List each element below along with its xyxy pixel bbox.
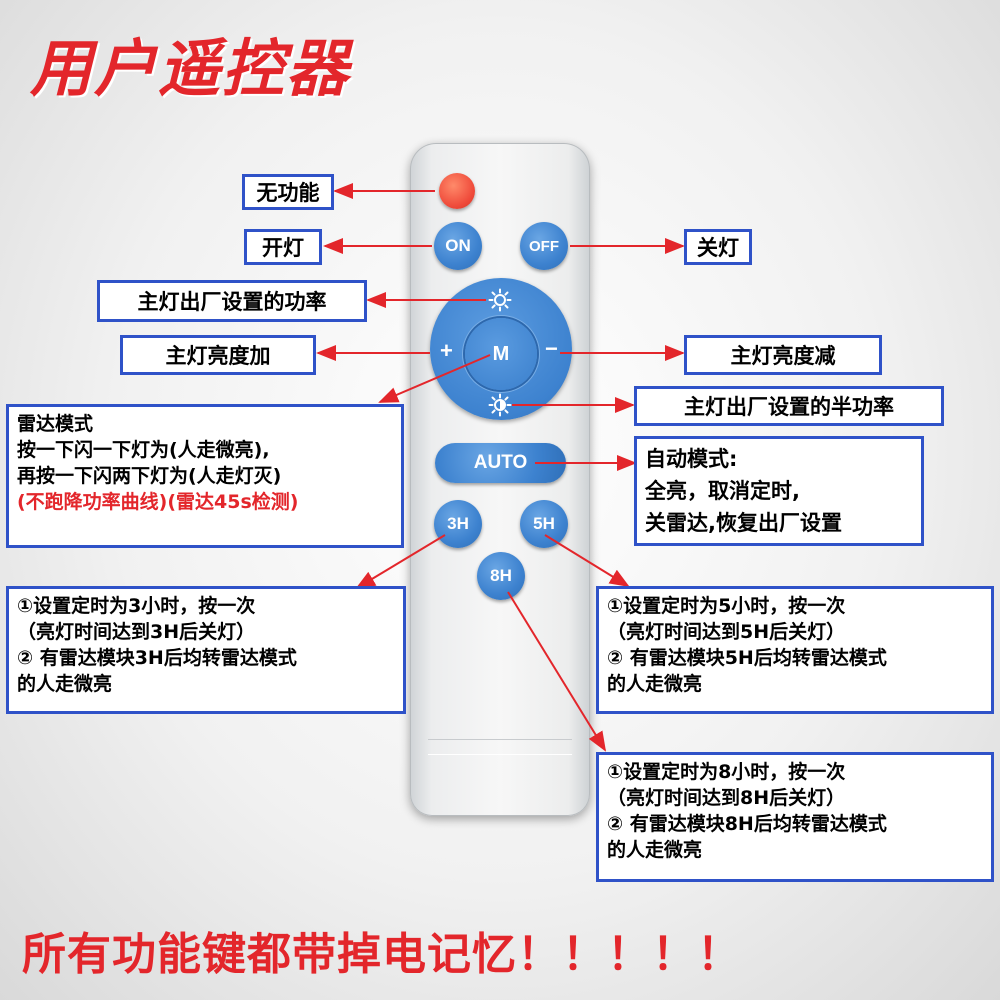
label-no-function: 无功能 <box>242 174 334 210</box>
label-full-power: 主灯出厂设置的功率 <box>97 280 367 322</box>
radar-line-4: (不跑降功率曲线)(雷达45s检测) <box>17 491 299 513</box>
timer3-line-4: 的人走微亮 <box>17 673 113 695</box>
label-timer-3h: ①设置定时为3小时，按一次 （亮灯时间达到3H后关灯） ② 有雷达模块3H后均转… <box>6 586 406 714</box>
auto-line-3: 关雷达,恢复出厂设置 <box>645 511 842 535</box>
label-radar-mode: 雷达模式 按一下闪一下灯为(人走微亮), 再按一下闪两下灯为(人走灯灭) (不跑… <box>6 404 404 548</box>
timer8-line-3: ② 有雷达模块8H后均转雷达模式 <box>607 813 887 835</box>
timer3-line-3: ② 有雷达模块3H后均转雷达模式 <box>17 647 297 669</box>
timer3-line-2: （亮灯时间达到3H后关灯） <box>17 621 256 643</box>
timer8-line-1: ①设置定时为8小时，按一次 <box>607 761 846 783</box>
radar-line-3: 再按一下闪两下灯为(人走灯灭) <box>17 465 282 487</box>
timer-8h-button[interactable]: 8H <box>477 552 525 600</box>
radar-line-2: 按一下闪一下灯为(人走微亮), <box>17 439 270 461</box>
auto-line-2: 全亮，取消定时, <box>645 479 800 503</box>
sun-half-icon[interactable] <box>488 393 512 417</box>
label-auto-mode: 自动模式: 全亮，取消定时, 关雷达,恢复出厂设置 <box>634 436 924 546</box>
plus-button[interactable]: + <box>440 338 453 363</box>
remote-groove <box>428 739 572 755</box>
label-light-off: 关灯 <box>684 229 752 265</box>
radar-line-1: 雷达模式 <box>17 413 94 435</box>
auto-line-1: 自动模式: <box>645 447 738 471</box>
timer-5h-button[interactable]: 5H <box>520 500 568 548</box>
label-light-on: 开灯 <box>244 229 322 265</box>
label-timer-8h: ①设置定时为8小时，按一次 （亮灯时间达到8H后关灯） ② 有雷达模块8H后均转… <box>596 752 994 882</box>
timer8-line-2: （亮灯时间达到8H后关灯） <box>607 787 846 809</box>
sun-full-icon[interactable] <box>488 288 512 312</box>
no-function-button[interactable] <box>439 173 475 209</box>
timer5-line-2: （亮灯时间达到5H后关灯） <box>607 621 846 643</box>
off-button[interactable]: OFF <box>520 222 568 270</box>
label-half-power: 主灯出厂设置的半功率 <box>634 386 944 426</box>
label-timer-5h: ①设置定时为5小时，按一次 （亮灯时间达到5H后关灯） ② 有雷达模块5H后均转… <box>596 586 994 714</box>
timer8-line-4: 的人走微亮 <box>607 839 703 861</box>
minus-button[interactable]: − <box>545 336 558 361</box>
m-button[interactable]: M <box>465 318 537 390</box>
timer5-line-4: 的人走微亮 <box>607 673 703 695</box>
timer5-line-1: ①设置定时为5小时，按一次 <box>607 595 846 617</box>
label-brightness-up: 主灯亮度加 <box>120 335 316 375</box>
timer-3h-button[interactable]: 3H <box>434 500 482 548</box>
page-title: 用户遥控器 <box>30 32 351 105</box>
timer3-line-1: ①设置定时为3小时，按一次 <box>17 595 256 617</box>
timer5-line-3: ② 有雷达模块5H后均转雷达模式 <box>607 647 887 669</box>
label-brightness-down: 主灯亮度减 <box>684 335 882 375</box>
on-button[interactable]: ON <box>434 222 482 270</box>
footer-note: 所有功能键都带掉电记忆！！！！！ <box>22 929 742 980</box>
